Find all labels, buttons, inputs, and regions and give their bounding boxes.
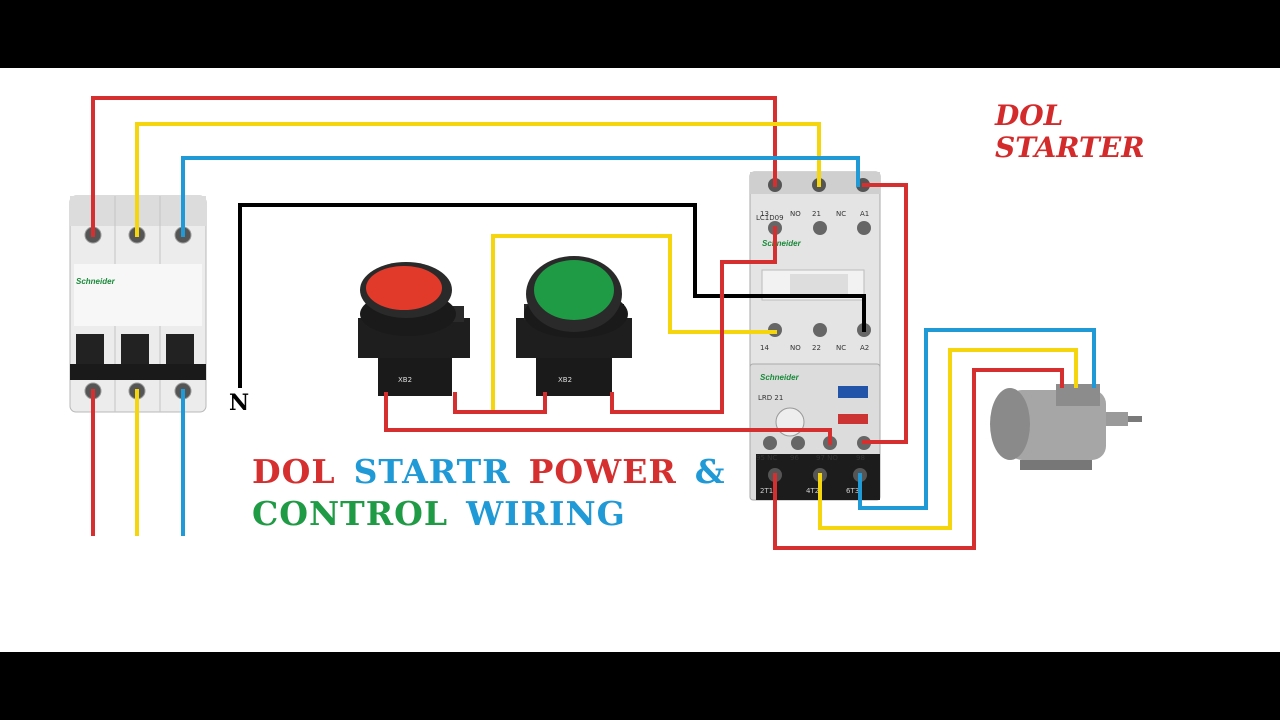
title-word-ampersand: & (694, 452, 726, 491)
wire-yellow-l2 (135, 122, 821, 237)
aux-bottom-no: NO (790, 344, 801, 352)
aux-bottom-22: 22 (812, 344, 821, 352)
wire-yellow-motor (818, 348, 1078, 530)
title-word-control: CONTROL (252, 494, 449, 533)
diagram-title-line2: CONTROL WIRING (252, 494, 626, 533)
wire-blue-l3 (181, 156, 860, 237)
motor (990, 384, 1142, 470)
contactor: LC1D09 Schneider 13 NO 21 NC A1 14 NO 22… (749, 171, 881, 373)
start-pushbutton: XB2 (516, 256, 632, 396)
wire-red-tap (862, 183, 908, 444)
title-word-startr: STARTR (353, 452, 511, 491)
contactor-brand-text: Schneider (762, 239, 802, 248)
wire-neutral (238, 203, 866, 388)
wire-red-motor (773, 368, 1064, 550)
relay-contact-95: 95 NC (756, 454, 777, 462)
title-word-dol: DOL (252, 452, 336, 491)
wire-red-start-hold (610, 226, 777, 414)
mcb-brand-text: Schneider (76, 277, 116, 286)
wiring-diagram: Schneider LC1D09 Schneider (69, 96, 1142, 550)
stop-pushbutton: XB2 (358, 262, 470, 396)
title-word-wiring: WIRING (466, 494, 626, 533)
aux-top-a1: A1 (860, 210, 869, 218)
stop-button-marking: XB2 (398, 376, 412, 384)
start-button-marking: XB2 (558, 376, 572, 384)
relay-contact-96: 96 (790, 454, 799, 462)
diagram-title-line1: DOL STARTR POWER& (252, 452, 726, 491)
wire-red-stop-start (453, 392, 547, 414)
neutral-label: N (229, 390, 250, 416)
aux-bottom-a2: A2 (860, 344, 869, 352)
relay-brand-text: Schneider (760, 373, 800, 382)
aux-bottom-14: 14 (760, 344, 769, 352)
corner-title-line1: DOL (995, 99, 1064, 132)
title-word-power: POWER (528, 452, 677, 491)
wire-red-l1 (91, 96, 777, 237)
out-terminal-2t1: 2T1 (760, 487, 773, 495)
wire-blue-motor (858, 328, 1096, 510)
aux-top-13: 13 (760, 210, 769, 218)
corner-title: DOL STARTER (995, 100, 1144, 164)
wire-red-from-96 (384, 392, 832, 445)
out-terminal-6t3: 6T3 (846, 487, 859, 495)
wire-yellow-control (491, 234, 777, 414)
wire-group (91, 96, 1096, 550)
aux-top-nc: NC (836, 210, 846, 218)
aux-top-21: 21 (812, 210, 821, 218)
contactor-model-text: LC1D09 (756, 214, 784, 222)
corner-title-line2: STARTER (995, 131, 1145, 164)
out-terminal-4t2: 4T2 (806, 487, 819, 495)
aux-bottom-nc: NC (836, 344, 846, 352)
relay-contact-97: 97 NO (816, 454, 838, 462)
relay-model-text: LRD 21 (758, 394, 783, 402)
aux-top-no: NO (790, 210, 801, 218)
relay-contact-98: 98 (856, 454, 865, 462)
diagram-canvas: Schneider LC1D09 Schneider (0, 68, 1280, 652)
